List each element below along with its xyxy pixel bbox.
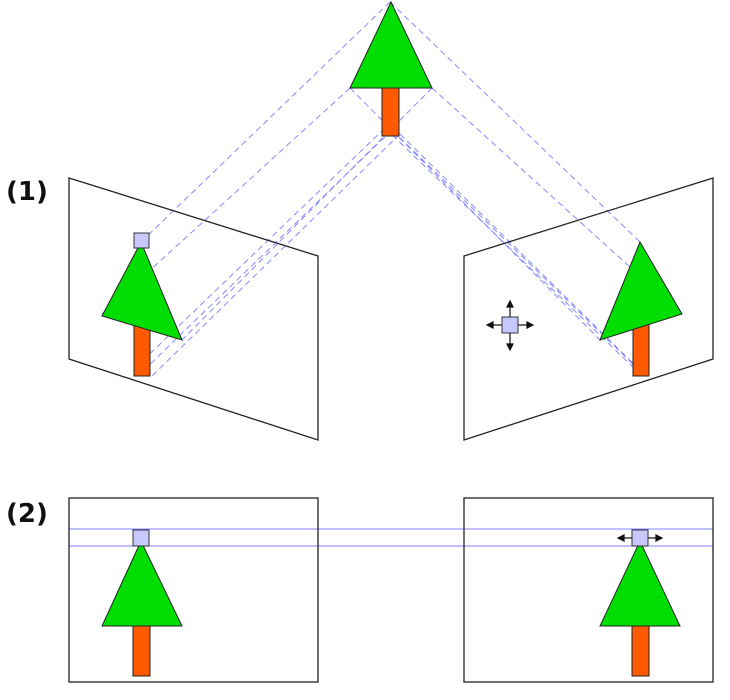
four-way-arrow-icon bbox=[485, 299, 535, 352]
left-marker-square-icon bbox=[133, 232, 150, 249]
right-rectified-tree-icon bbox=[599, 539, 681, 677]
horizontal-arrow-icon bbox=[616, 534, 664, 542]
section-label-1: (1) bbox=[6, 177, 48, 207]
right-marker-square-icon bbox=[501, 316, 519, 334]
right-image-plane-1 bbox=[463, 177, 714, 441]
left-panel-frame bbox=[68, 177, 319, 441]
right-rectified-frame bbox=[463, 497, 714, 683]
scene-tree-trunk bbox=[381, 87, 400, 137]
left-image-plane-1 bbox=[68, 177, 319, 441]
right-panel-frame bbox=[463, 177, 714, 441]
right-rectified-marker-square-icon bbox=[631, 529, 649, 547]
left-tree-icon bbox=[101, 240, 183, 377]
scene-tree-icon bbox=[349, 0, 433, 137]
epipolar-lines bbox=[69, 528, 713, 547]
section-label-2: (2) bbox=[6, 499, 48, 529]
right-image-plane-2 bbox=[463, 497, 714, 683]
right-tree-icon bbox=[599, 240, 683, 377]
left-image-plane-2 bbox=[68, 497, 319, 683]
scene-tree-crown bbox=[349, 0, 433, 89]
left-rectified-frame bbox=[68, 497, 319, 683]
left-rectified-tree-icon bbox=[101, 539, 183, 677]
left-rectified-marker-square-icon bbox=[132, 529, 150, 547]
